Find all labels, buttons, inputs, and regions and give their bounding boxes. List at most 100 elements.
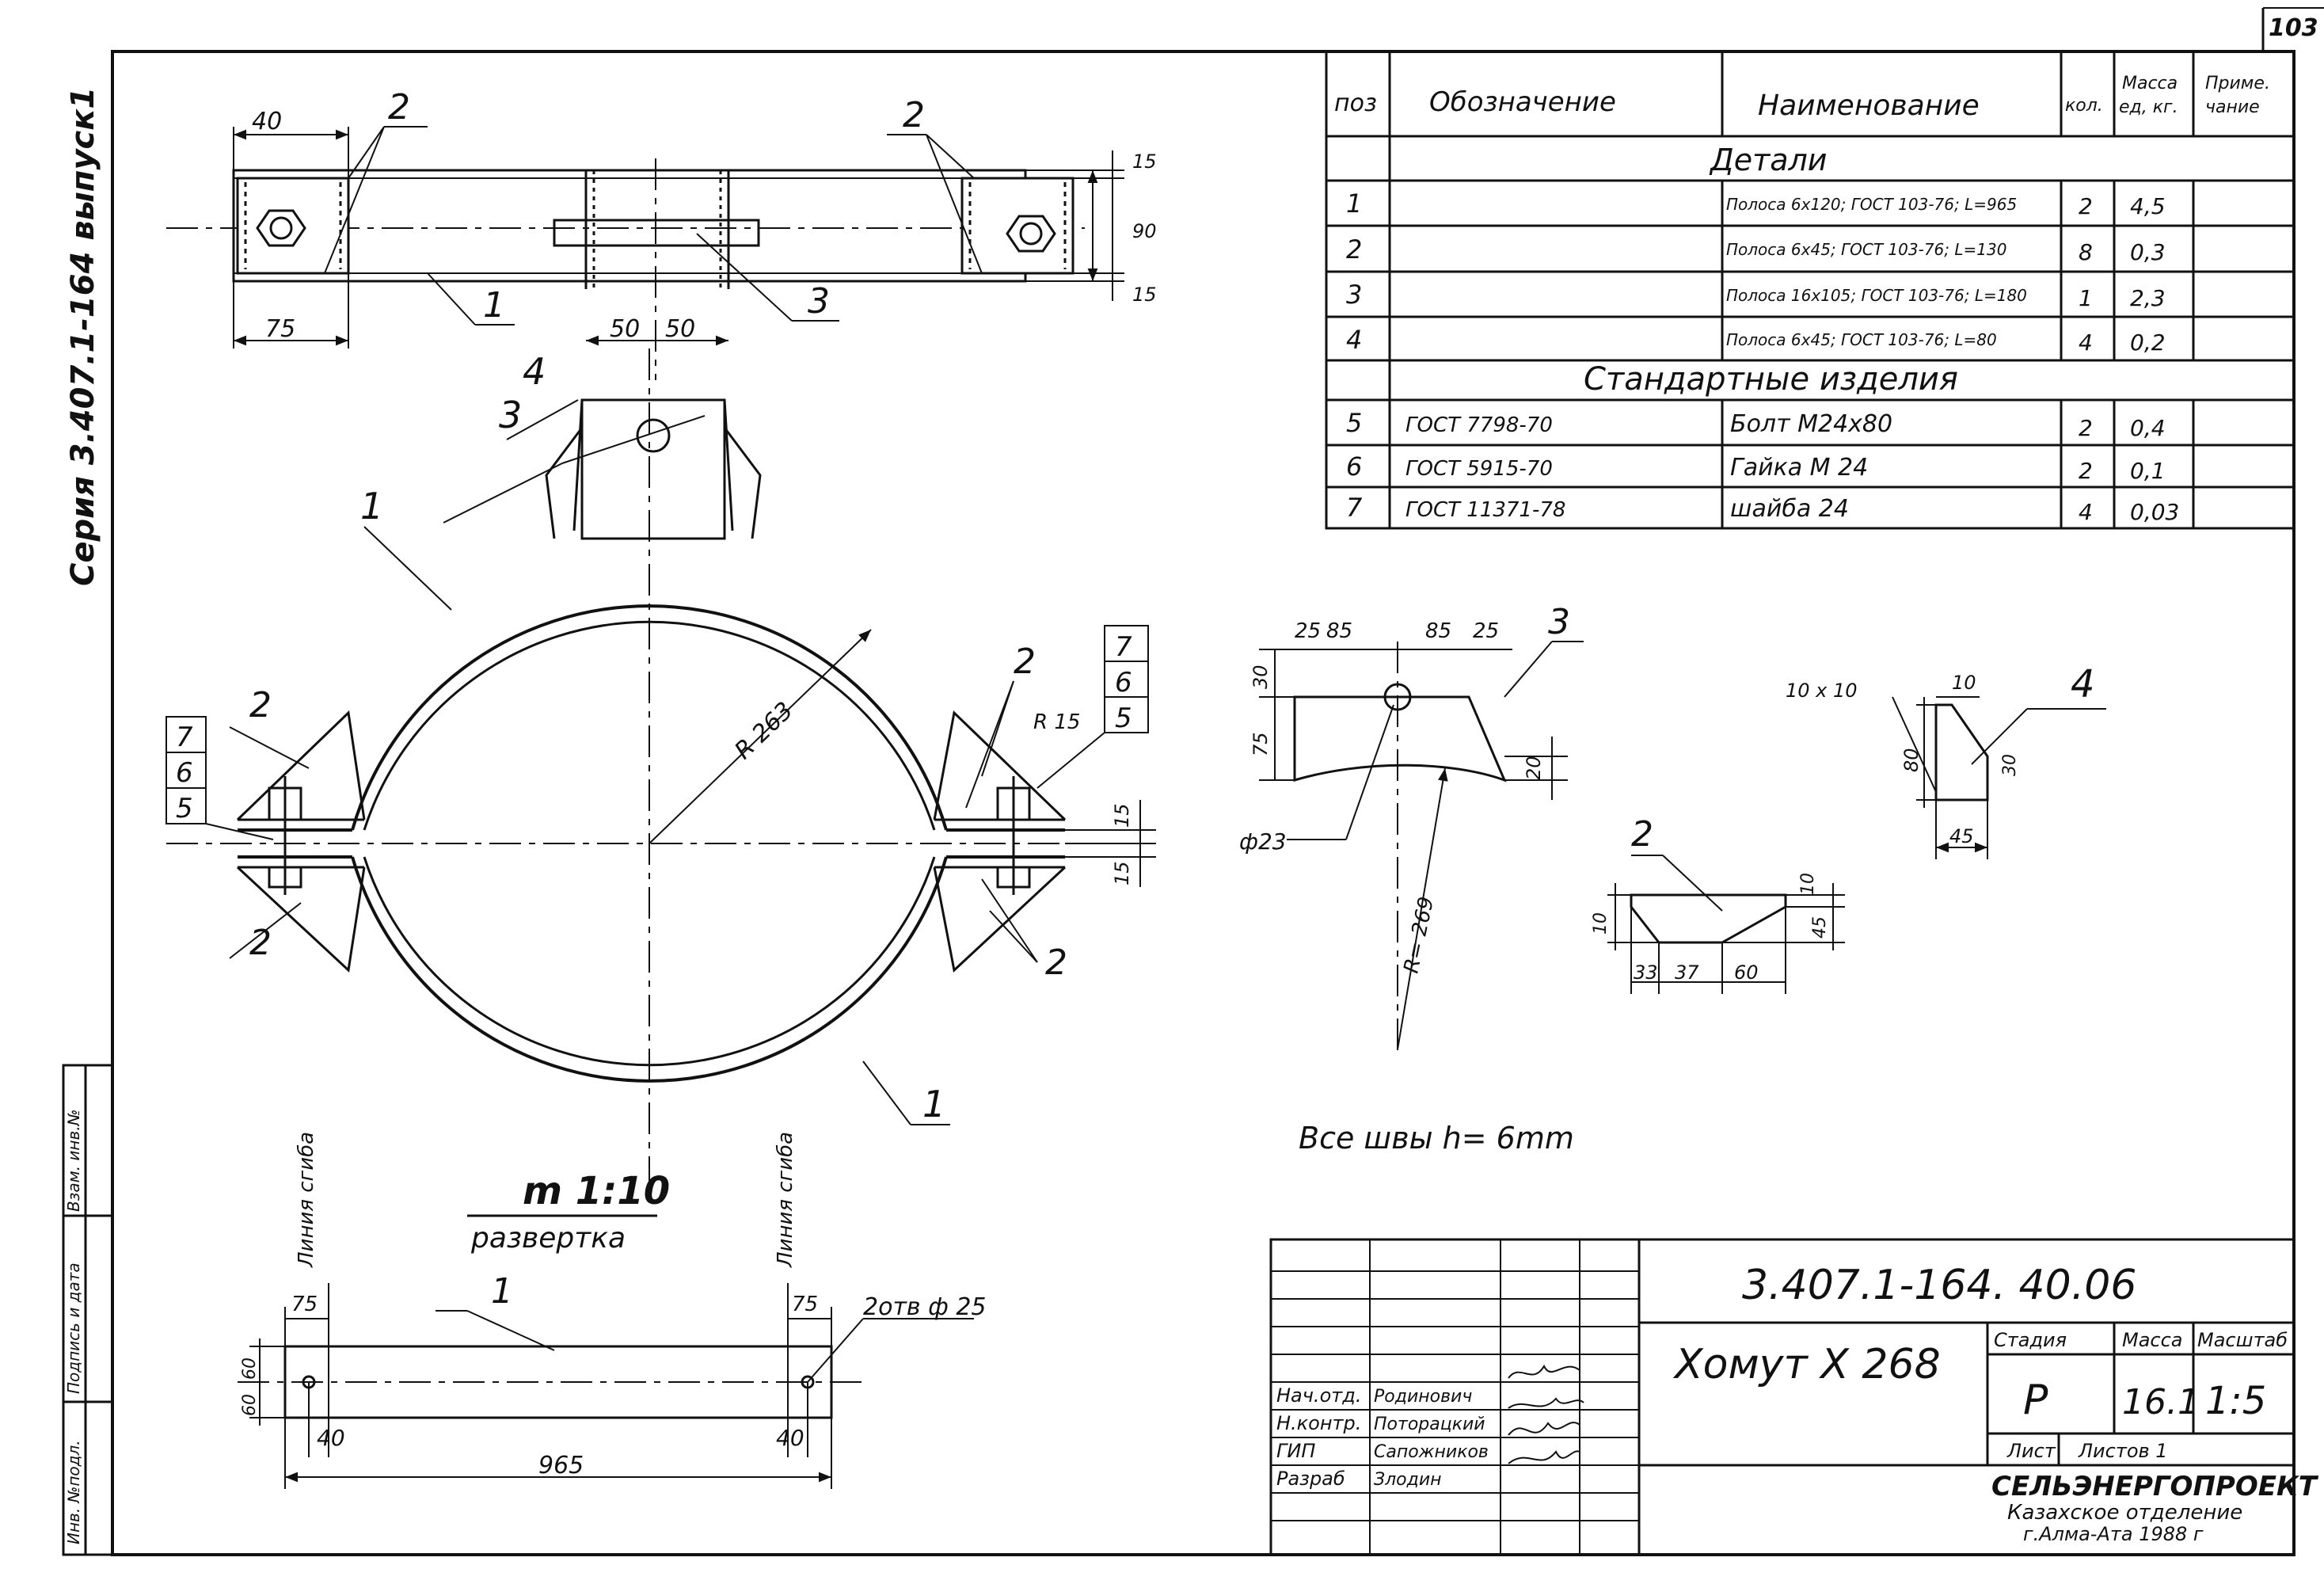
d4-30: 30	[2000, 754, 2020, 776]
d3-85b: 85	[1425, 619, 1451, 643]
top-dim-75: 75	[265, 315, 295, 343]
stack-right-7: 7	[1115, 631, 1132, 663]
stack-left-5: 5	[176, 793, 193, 824]
doc-title: Хомут X 268	[1672, 1341, 1941, 1388]
stamp-inv: Инв. №подл.	[64, 1440, 83, 1544]
role-1: Нач.отд.	[1276, 1384, 1361, 1407]
sheet-frame	[111, 50, 2295, 1556]
top-dim-90: 90	[1132, 220, 1157, 242]
unfold-leader-1: 1	[491, 1271, 513, 1312]
row-5-mass: 0,4	[2130, 415, 2166, 441]
row-2-qty: 8	[2079, 239, 2093, 265]
main-gap-15a: 15	[1111, 803, 1133, 828]
d4-45: 45	[1949, 825, 1974, 847]
top-view: 40 75 50 50 15 90 15 2 2 1 3	[166, 87, 1157, 380]
hdr-note1: Приме.	[2205, 74, 2270, 93]
org-city: г.Алма-Ата 1988 г	[2023, 1523, 2204, 1545]
row-5-designation: ГОСТ 7798-70	[1405, 413, 1553, 437]
main-leader-1b: 1	[922, 1083, 945, 1125]
unfold-60a: 60	[240, 1357, 260, 1380]
unfold-75b: 75	[792, 1293, 818, 1316]
main-leader-2-lt: 2	[249, 685, 272, 725]
d3-25b: 25	[1473, 619, 1499, 643]
d2-33: 33	[1634, 961, 1658, 984]
role-4: Разраб	[1276, 1468, 1345, 1490]
section-standard: Стандартные изделия	[1584, 361, 1958, 398]
welds-note: Все швы h= 6mm	[1299, 1121, 1574, 1156]
row-5-qty: 2	[2079, 415, 2093, 441]
hdr-designation: Обозначение	[1429, 86, 1616, 118]
row-5-pos: 5	[1346, 408, 1362, 438]
d2-45: 45	[1810, 916, 1830, 939]
top-leader-3: 3	[808, 281, 830, 322]
row-1-mass: 4,5	[2130, 193, 2166, 219]
top-leader-1: 1	[483, 285, 505, 326]
row-2-pos: 2	[1346, 234, 1362, 265]
unfold-40a: 40	[317, 1425, 345, 1451]
scale-value: 1:5	[2205, 1379, 2266, 1423]
row-6-designation: ГОСТ 5915-70	[1405, 457, 1553, 481]
d2-10b: 10	[1798, 873, 1818, 895]
top-dim-50b: 50	[665, 315, 695, 343]
bend-line-left: Линия сгиба	[295, 1132, 318, 1268]
stage-value: Р	[2023, 1376, 2048, 1424]
row-6-qty: 2	[2079, 458, 2093, 484]
unfold-60b: 60	[240, 1394, 260, 1416]
doc-code: 3.407.1-164. 40.06	[1742, 1262, 2136, 1309]
sheet-label: Лист	[2006, 1440, 2056, 1462]
d3-25a: 25	[1295, 619, 1321, 643]
unfold-40b: 40	[776, 1425, 804, 1451]
row-4-pos: 4	[1346, 325, 1362, 355]
top-leader-2b: 2	[903, 95, 925, 135]
d2-leader: 2	[1631, 814, 1653, 855]
row-4-qty: 4	[2079, 329, 2093, 356]
main-gap-15b: 15	[1111, 861, 1133, 885]
top-dim-40: 40	[252, 108, 282, 135]
main-leader-2-rb: 2	[1045, 942, 1067, 983]
unfold-holes: 2отв ф 25	[863, 1293, 987, 1321]
stack-right-5: 5	[1115, 703, 1132, 734]
main-leader-4: 4	[523, 350, 546, 393]
row-7-pos: 7	[1346, 493, 1363, 523]
top-dim-50a: 50	[610, 315, 640, 343]
d3-leader: 3	[1548, 602, 1570, 642]
mass-label: Масса	[2122, 1329, 2183, 1351]
main-leader-2-lb: 2	[249, 923, 272, 963]
stamp-sign: Подпись и дата	[64, 1262, 83, 1394]
section-details: Детали	[1709, 143, 1827, 177]
stack-right-6: 6	[1115, 667, 1132, 699]
row-2-name: Полоса 6x45; ГОСТ 103-76; L=130	[1726, 240, 2006, 259]
person-3: Сапожников	[1374, 1442, 1489, 1462]
row-4-mass: 0,2	[2130, 329, 2166, 356]
unfold-label: развертка	[470, 1222, 626, 1255]
scale-label: m 1:10	[523, 1169, 670, 1213]
d3-radius: R= 269	[1400, 895, 1440, 976]
org-branch: Казахское отделение	[2007, 1501, 2242, 1525]
role-2: Н.контр.	[1276, 1412, 1361, 1434]
row-6-name: Гайка М 24	[1730, 454, 1868, 482]
person-1: Родинович	[1374, 1387, 1472, 1407]
d3-75: 75	[1249, 732, 1272, 756]
bend-line-right: Линия сгиба	[774, 1132, 797, 1268]
d3-20: 20	[1523, 756, 1545, 780]
mass-value: 16.1	[2122, 1382, 2200, 1422]
d4-leader: 4	[2071, 662, 2095, 706]
main-leader-1a: 1	[360, 485, 383, 527]
row-5-name: Болт М24х80	[1730, 410, 1892, 438]
row-7-name: шайба 24	[1730, 495, 1849, 523]
row-1-pos: 1	[1346, 188, 1362, 219]
row-7-mass: 0,03	[2130, 499, 2179, 525]
title-block: 3.407.1-164. 40.06 Хомут X 268 Стадия Ма…	[1269, 1238, 2319, 1556]
unfold-view: m 1:10 развертка Линия сгиба Линия сгиба	[238, 1132, 987, 1489]
scale-col-label: Масштаб	[2197, 1329, 2288, 1351]
hdr-name: Наименование	[1758, 89, 1980, 122]
main-r15: R 15	[1033, 710, 1080, 734]
spec-table: поз Обозначение Наименование кол. Масса …	[1325, 50, 2295, 530]
row-3-mass: 2,3	[2130, 285, 2166, 311]
hdr-mass2: ед, кг.	[2119, 97, 2178, 117]
d3-85a: 85	[1326, 619, 1352, 643]
row-2-mass: 0,3	[2130, 239, 2166, 265]
d4-10x10: 10 x 10	[1786, 680, 1858, 702]
row-6-mass: 0,1	[2130, 458, 2166, 484]
